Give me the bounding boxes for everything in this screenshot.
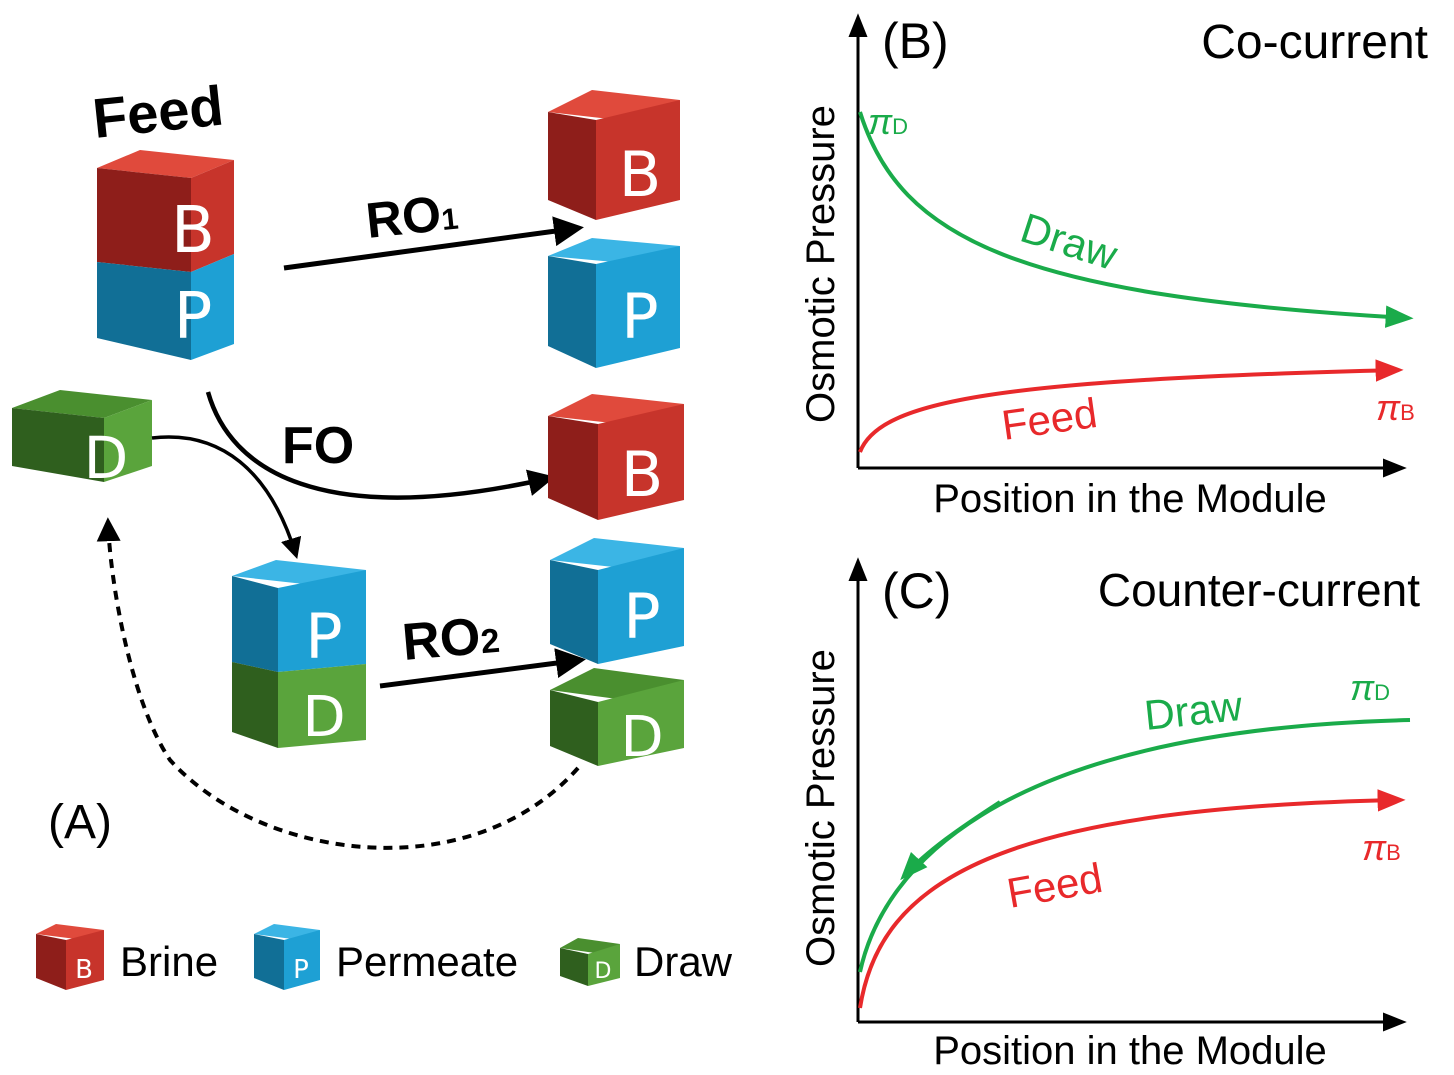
panel-c-pi-d-symbol: π (1350, 667, 1375, 708)
panel-c-xlabel: Position in the Module (933, 1029, 1327, 1073)
panel-b-draw-curve (858, 111, 1414, 328)
fo-draw-cube: D (232, 662, 366, 750)
ro1-label: RO1 (363, 184, 460, 249)
feed-brine-letter: B (171, 194, 215, 268)
panel-b-pi-d-sub: D (892, 114, 908, 139)
fo-feed-arrow (205, 391, 556, 500)
ro1-brine-cube: B (548, 90, 680, 220)
panel-b-ylabel: Osmotic Pressure (799, 105, 843, 423)
ro2-label: RO2 (400, 606, 502, 672)
panel-b-pi-b: πB (1376, 387, 1415, 428)
fo-draw-letter: D (302, 685, 345, 750)
panel-b-xlabel: Position in the Module (933, 477, 1327, 521)
fo-output-stack: P D (232, 560, 366, 750)
legend-draw: D Draw (560, 938, 733, 986)
panel-c-pi-b: πB (1362, 827, 1401, 868)
panel-b-pi-d: πD (868, 101, 908, 142)
panel-c-draw-label: Draw (1142, 682, 1245, 739)
feed-cube-stack: B P (97, 150, 234, 360)
ro1-brine-letter: B (619, 138, 662, 211)
fo-brine-letter: B (621, 438, 664, 511)
panel-a-label: (A) (48, 796, 112, 849)
legend: B Brine P Permeate D Draw (36, 924, 733, 990)
panel-b-feed-curve (858, 359, 1404, 453)
ro2-permeate-letter: P (623, 580, 660, 653)
legend-permeate-letter: P (293, 955, 309, 985)
panel-c-pi-b-sub: B (1386, 840, 1401, 865)
ro1-permeate-cube: P (548, 238, 680, 368)
legend-permeate: P Permeate (254, 924, 518, 990)
panel-b-pi-b-symbol: π (1376, 387, 1401, 428)
panel-b-label: (B) (882, 13, 949, 69)
legend-draw-label: Draw (634, 938, 733, 985)
panel-b-mode: Co-current (1201, 16, 1428, 69)
fo-draw-arrow (151, 435, 302, 560)
panel-c-draw-arrow (900, 800, 1002, 881)
panel-b: (B) Co-current Osmotic Pressure Position… (799, 13, 1428, 521)
panel-c-pi-d-sub: D (1374, 680, 1390, 705)
panel-c: (C) Counter-current Osmotic Pressure Pos… (799, 557, 1420, 1073)
panel-a: Feed B P RO1 B (12, 74, 733, 990)
ro2-draw-cube: D (550, 668, 684, 770)
legend-draw-letter: D (595, 959, 612, 984)
panel-c-pi-d: πD (1350, 667, 1390, 708)
ro1-permeate-letter: P (621, 280, 658, 353)
ro2-arrow (379, 648, 586, 689)
fo-brine-cube: B (548, 394, 684, 520)
panel-c-feed-label: Feed (1003, 854, 1105, 917)
panel-c-draw-line (858, 718, 1411, 973)
draw-input-cube: D (12, 390, 152, 492)
panel-c-label: (C) (882, 563, 951, 619)
panel-b-pi-d-symbol: π (868, 101, 893, 142)
feed-permeate-letter: P (174, 280, 213, 354)
ro1-text: RO (363, 185, 443, 249)
draw-input-letter: D (84, 424, 129, 492)
ro1-arrow (283, 216, 584, 271)
fo-label: FO (282, 417, 354, 475)
ro2-text: RO (400, 607, 483, 672)
ro1-subscript: 1 (440, 203, 460, 238)
legend-brine-letter: B (75, 955, 93, 985)
panel-c-pi-b-symbol: π (1362, 827, 1387, 868)
panel-b-draw-label: Draw (1015, 204, 1123, 279)
legend-brine-label: Brine (120, 938, 218, 985)
panel-c-feed-curve (858, 789, 1406, 1009)
fo-permeate-cube: P (232, 560, 366, 673)
ro2-subscript: 2 (479, 622, 501, 662)
panel-b-feed-label: Feed (999, 389, 1100, 449)
draw-recycle-arrow (96, 517, 580, 850)
ro2-draw-letter: D (620, 705, 663, 770)
feed-brine-cube: B (97, 150, 234, 272)
fo-permeate-letter: P (305, 600, 342, 673)
panel-c-mode: Counter-current (1098, 564, 1420, 616)
legend-permeate-label: Permeate (336, 938, 518, 985)
feed-permeate-cube: P (97, 254, 234, 360)
panel-c-ylabel: Osmotic Pressure (799, 649, 843, 967)
legend-brine: B Brine (36, 924, 218, 990)
ro2-permeate-cube: P (550, 538, 684, 664)
panel-b-pi-b-sub: B (1400, 400, 1415, 425)
feed-label: Feed (90, 74, 227, 150)
